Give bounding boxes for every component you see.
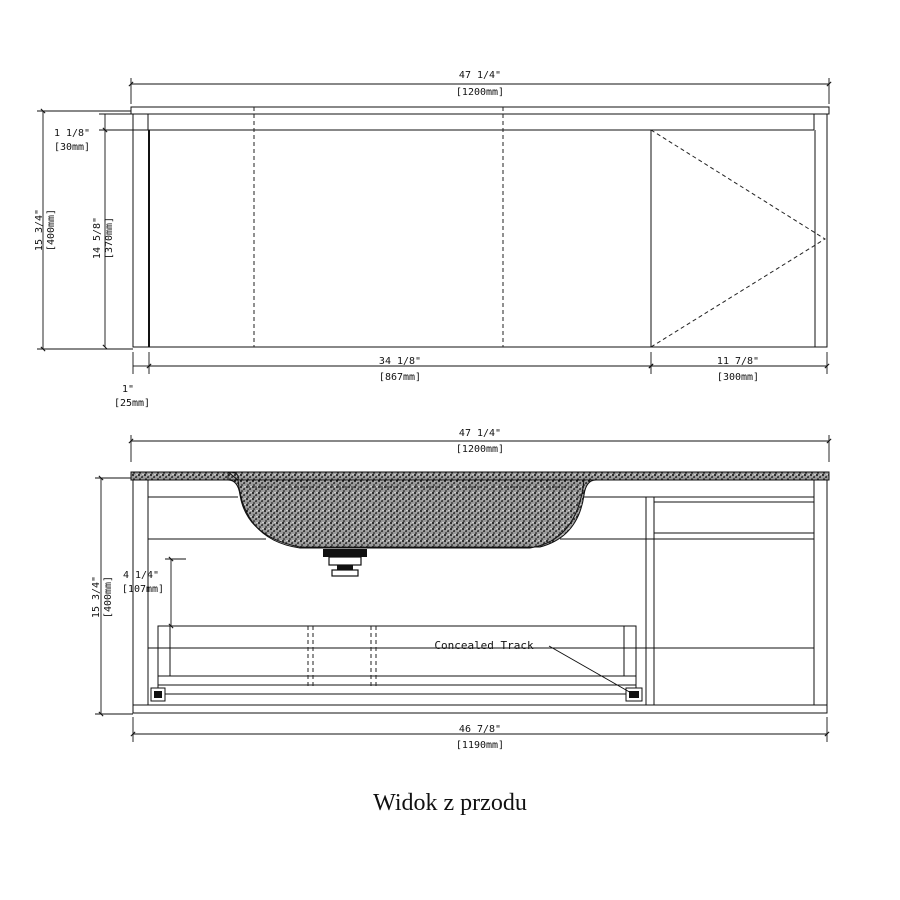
top-overall-width-metric: [1200mm] [456, 87, 504, 98]
concealed-track-callout: Concealed Track [434, 639, 634, 695]
drawer-width-imperial: 34 1/8" [379, 356, 421, 367]
stone-countertop [130, 471, 830, 548]
drawer-front-dashed-lines [253, 107, 504, 347]
front-total-height-imperial: 15 3/4" [91, 576, 102, 618]
side-thickness-metric: [25mm] [114, 398, 150, 409]
top-bottom-dimensions: 34 1/8" [867mm] 11 7/8" [300mm] 1" [25mm… [114, 352, 830, 409]
top-height-dimensions: 15 3/4" [400mm] 14 5/8" [370mm] 1 1/8" [… [34, 108, 148, 352]
front-view: 47 1/4" [1200mm] [91, 428, 832, 751]
front-height-dimension: 15 3/4" [400mm] [91, 475, 133, 717]
drain-clearance-metric: [107mm] [122, 584, 164, 595]
front-total-height-metric: [400mm] [103, 576, 114, 618]
top-thickness-imperial: 1 1/8" [54, 128, 90, 139]
top-total-height-metric: [400mm] [46, 209, 57, 251]
drawer-width-metric: [867mm] [379, 372, 421, 383]
front-overall-width-dimension: 47 1/4" [1200mm] [128, 428, 832, 462]
front-overall-width-metric: [1200mm] [456, 444, 504, 455]
bottom-width-dimension: 46 7/8" [1190mm] [130, 717, 830, 751]
bottom-width-imperial: 46 7/8" [459, 724, 501, 735]
concealed-track-runners [150, 687, 643, 702]
top-body-height-imperial: 14 5/8" [92, 217, 103, 259]
top-total-height-imperial: 15 3/4" [34, 209, 45, 251]
drawing-caption: Widok z przodu [373, 790, 527, 816]
top-view: 47 1/4" [1200mm] 15 3/4" [34, 70, 832, 409]
drain-clearance-dimension: 4 1/4" [107mm] [122, 556, 186, 629]
bottom-width-metric: [1190mm] [456, 740, 504, 751]
door-swing-indicator [650, 129, 826, 348]
drain-fitting [323, 549, 367, 577]
sink-basin [227, 471, 585, 549]
front-overall-width-imperial: 47 1/4" [459, 428, 501, 439]
concealed-track-label: Concealed Track [434, 639, 534, 652]
door-width-metric: [300mm] [717, 372, 759, 383]
front-cabinet-body [132, 479, 828, 714]
top-overall-width-dimension: 47 1/4" [1200mm] [128, 70, 832, 104]
drain-clearance-imperial: 4 1/4" [123, 570, 159, 581]
top-cabinet-outline [130, 106, 830, 348]
door-width-imperial: 11 7/8" [717, 356, 759, 367]
side-thickness-imperial: 1" [122, 384, 134, 395]
top-body-height-metric: [370mm] [104, 217, 115, 259]
drawer-box [157, 625, 637, 695]
top-thickness-metric: [30mm] [54, 142, 90, 153]
top-overall-width-imperial: 47 1/4" [459, 70, 501, 81]
